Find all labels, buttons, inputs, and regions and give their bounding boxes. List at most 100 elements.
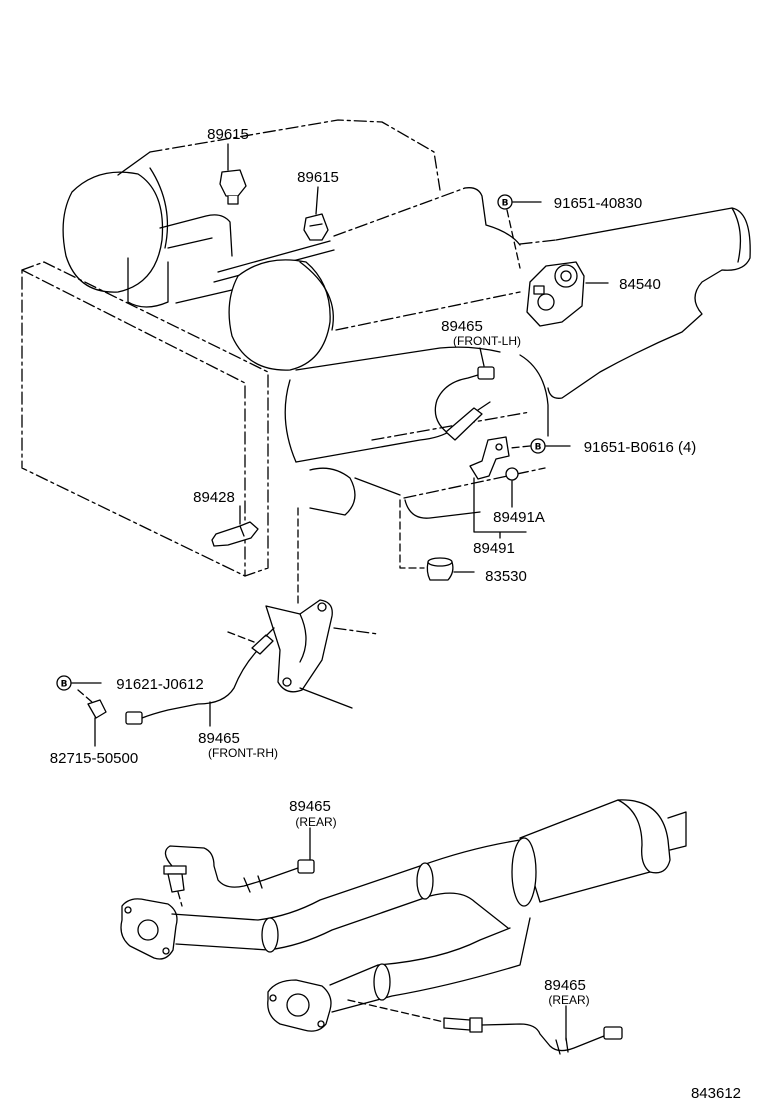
label-pressure-switch: 83530 bbox=[485, 568, 527, 585]
washer bbox=[505, 467, 519, 481]
exhaust-lower-pipe-top bbox=[329, 927, 511, 986]
transmission-outline bbox=[519, 207, 751, 399]
exhaust-flange-right-hole-1 bbox=[269, 994, 277, 1002]
label-rear-upper-note: (REAR) bbox=[295, 815, 336, 829]
rear-upper-sensor-hex bbox=[163, 865, 187, 875]
label-knock-sensor-lower: 89615 bbox=[297, 169, 339, 186]
exhaust-flange-right-hole-2 bbox=[317, 1020, 325, 1028]
oxygen-sensor-rear-upper bbox=[163, 845, 315, 893]
exhaust-flange-left-hole-2 bbox=[162, 947, 170, 955]
upper-bank-runner bbox=[159, 214, 233, 257]
bolt-upper-circle bbox=[497, 194, 513, 210]
bolt-clamp-dashed-link bbox=[77, 689, 93, 703]
bolt-bracket-circle bbox=[530, 438, 546, 454]
lower-engine-bank bbox=[228, 187, 521, 371]
front-rh-sensor-body bbox=[251, 634, 274, 655]
exhaust-ring-2 bbox=[416, 862, 434, 900]
bracket-hole bbox=[495, 443, 503, 451]
manifold-flange-hole-2 bbox=[282, 677, 292, 687]
label-throttle-assembly: 84540 bbox=[619, 276, 661, 293]
knock-sensor-lower-body bbox=[303, 213, 329, 241]
temperature-sensor-body bbox=[211, 521, 259, 547]
radiator-outline bbox=[21, 261, 269, 577]
knock-sensor-upper-stud bbox=[227, 195, 239, 205]
manifold-lower-pipe bbox=[299, 687, 353, 709]
pressure-switch bbox=[426, 557, 454, 581]
leader-front-lh bbox=[479, 347, 485, 367]
knock-sensor-upper bbox=[219, 169, 247, 205]
lower-bank-end-face bbox=[228, 259, 331, 371]
pressure-switch-dashed-link bbox=[399, 499, 425, 569]
exhaust-flange-left-port bbox=[137, 919, 159, 941]
exhaust-flange-left bbox=[120, 898, 178, 960]
exhaust-pipe-assembly bbox=[120, 799, 687, 1032]
label-rear-lower-note: (REAR) bbox=[548, 993, 589, 1007]
exhaust-flange-right bbox=[267, 979, 332, 1032]
rear-lower-sensor-body bbox=[443, 1017, 471, 1031]
label-clamp: 82715-50500 bbox=[50, 750, 138, 767]
transmission-dashed-top bbox=[519, 239, 557, 245]
rear-lower-dashed-link bbox=[347, 999, 445, 1023]
rear-lower-wire bbox=[481, 1023, 605, 1052]
throttle-connector bbox=[533, 285, 545, 295]
pressure-switch-body bbox=[426, 561, 454, 581]
bolt-clamp-circle bbox=[56, 675, 72, 691]
label-temperature-sensor: 89428 bbox=[193, 489, 235, 506]
upper-bank-pipe bbox=[127, 257, 169, 308]
throttle-actuator bbox=[537, 293, 555, 311]
temperature-sensor bbox=[211, 521, 259, 547]
leader-bracket bbox=[473, 477, 527, 539]
lower-bank-top-outline bbox=[333, 187, 466, 237]
front-rh-sensor-tip bbox=[265, 627, 275, 637]
bolt-bracket-letter: B bbox=[535, 443, 542, 453]
exhaust-flange-left-hole-1 bbox=[124, 906, 132, 914]
bolt-upper-letter: B bbox=[502, 199, 509, 209]
rear-lower-connector bbox=[603, 1026, 623, 1040]
knock-sensor-upper-body bbox=[219, 169, 247, 197]
block-lower-line bbox=[295, 429, 453, 463]
bolt-upper-symbol: B bbox=[497, 194, 513, 210]
label-bolt-upper: 91651-40830 bbox=[554, 195, 642, 212]
bolt-bracket-symbol: B bbox=[530, 438, 546, 454]
front-lh-sensor-body bbox=[445, 407, 483, 441]
engine-block-lower bbox=[284, 354, 549, 519]
exhaust-upper-pipe-bottom bbox=[175, 892, 509, 951]
label-bolt-bracket: 91651-B0616 (4) bbox=[584, 439, 697, 456]
label-bolt-clamp: 91621-J0612 bbox=[116, 676, 204, 693]
block-pan-edge bbox=[404, 499, 481, 519]
front-rh-connector bbox=[125, 711, 143, 725]
front-lh-connector bbox=[477, 366, 495, 380]
block-pan-link bbox=[354, 477, 401, 496]
front-rh-dashed-link bbox=[227, 631, 255, 643]
rear-upper-grommet bbox=[243, 875, 263, 893]
label-front-rh-part: 89465 bbox=[198, 730, 240, 747]
front-lh-sensor-tip bbox=[477, 401, 491, 411]
converter-outlet-pipe bbox=[667, 811, 687, 851]
block-side-curve bbox=[284, 379, 297, 463]
oxygen-sensor-front-rh bbox=[125, 627, 275, 725]
oxygen-sensor-front-lh bbox=[434, 366, 495, 441]
clamp bbox=[87, 699, 107, 719]
manifold-dashed-pipe bbox=[333, 627, 379, 635]
exhaust-ring-3 bbox=[373, 963, 391, 1001]
upper-bank-inner-arc bbox=[149, 167, 169, 249]
exhaust-ring-1 bbox=[261, 917, 279, 953]
upper-bank-lower-edge bbox=[175, 289, 233, 304]
front-lh-wire bbox=[434, 374, 479, 437]
diagram-number: 843612 bbox=[691, 1085, 741, 1102]
label-front-rh-note: (FRONT-RH) bbox=[208, 746, 278, 760]
converter-body bbox=[519, 799, 671, 903]
transmission-body bbox=[547, 207, 751, 399]
callout-labels: 89615 89615 91651-40830 84540 89465 (FRO… bbox=[50, 126, 741, 1102]
label-washer: 89491A bbox=[493, 509, 545, 526]
label-rear-upper-part: 89465 bbox=[289, 798, 331, 815]
bracket-plate bbox=[469, 436, 510, 480]
bolt-bracket-dashed-link bbox=[509, 445, 531, 449]
label-front-lh-note: (FRONT-LH) bbox=[453, 334, 521, 348]
rear-upper-sensor-body bbox=[167, 873, 185, 893]
lower-bank-bottom-edge bbox=[295, 346, 501, 371]
throttle-bore-inner bbox=[560, 270, 572, 282]
oil-pan-drum bbox=[309, 467, 356, 516]
bolt-clamp-symbol: B bbox=[56, 675, 72, 691]
converter-end-face bbox=[617, 799, 651, 873]
